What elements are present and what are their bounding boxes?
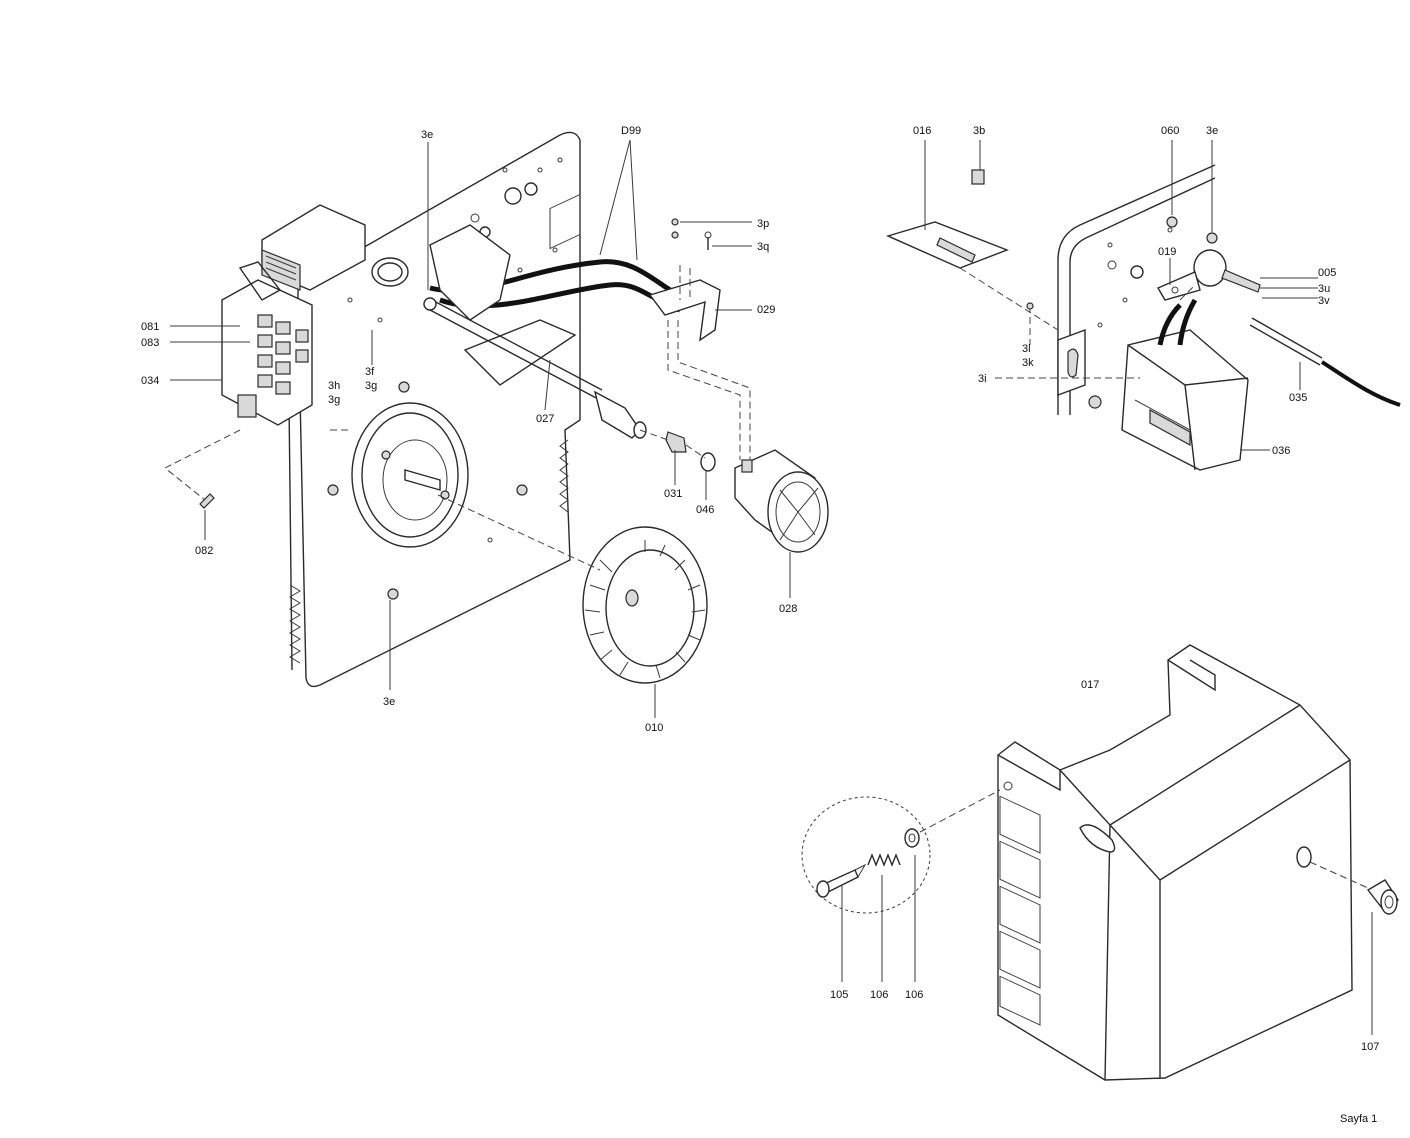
cover-plate-016: [885, 169, 1009, 269]
photocell-019: [1156, 216, 1261, 301]
label-107: 107: [1361, 1041, 1379, 1053]
small-screw: [199, 493, 215, 509]
label-005: 005: [1318, 267, 1336, 279]
leader-lines-right: [924, 140, 1318, 451]
label-019: 019: [1158, 246, 1176, 258]
label-3f: 3f: [365, 366, 375, 378]
label-105: 105: [830, 989, 848, 1001]
label-3v: 3v: [1318, 295, 1330, 307]
label-3e-right: 3e: [1206, 125, 1218, 137]
transformer: [261, 204, 366, 291]
plate-corner-right: [1057, 164, 1216, 415]
terminal-block: [221, 261, 313, 426]
label-3e-top: 3e: [421, 129, 433, 141]
motor-flange: [351, 402, 469, 548]
label-031: 031: [664, 488, 682, 500]
mounting-plate: [287, 131, 581, 688]
label-028: 028: [779, 603, 797, 615]
label-3b: 3b: [973, 125, 985, 137]
rod-035: [1249, 317, 1401, 407]
leader-lines-left: [164, 139, 791, 718]
label-060: 060: [1161, 125, 1179, 137]
label-3q: 3q: [757, 241, 769, 253]
label-029: 029: [757, 304, 775, 316]
label-016: 016: [913, 125, 931, 137]
label-106-a: 106: [870, 989, 888, 1001]
electrode-assembly: [423, 224, 647, 439]
label-082: 082: [195, 545, 213, 557]
label-083: 083: [141, 337, 159, 349]
label-d99: D99: [621, 125, 641, 137]
label-3g-b: 3g: [328, 394, 340, 406]
label-3g-a: 3g: [365, 380, 377, 392]
label-046: 046: [696, 504, 714, 516]
label-035: 035: [1289, 392, 1307, 404]
control-box-036: [1121, 298, 1249, 471]
burner-cover-017: [997, 644, 1353, 1081]
nozzle-fitting: [665, 431, 716, 472]
part-labels: 3e D99 3p 3q 029 081 083 034 3f 3g 3h 3g…: [141, 125, 1379, 1053]
label-3p: 3p: [757, 218, 769, 230]
label-010: 010: [645, 722, 663, 734]
fan-wheel: [582, 526, 708, 684]
label-3k: 3k: [1022, 357, 1034, 369]
label-081: 081: [141, 321, 159, 333]
plug-107: [1309, 861, 1399, 1035]
label-034: 034: [141, 375, 159, 387]
label-3l: 3l: [1022, 343, 1031, 355]
label-036: 036: [1272, 445, 1290, 457]
blast-tube: [734, 449, 829, 553]
label-027: 027: [536, 413, 554, 425]
page-number: Sayfa 1: [1340, 1113, 1377, 1125]
label-017: 017: [1081, 679, 1099, 691]
label-3h: 3h: [328, 380, 340, 392]
label-3i: 3i: [978, 373, 987, 385]
label-106-b: 106: [905, 989, 923, 1001]
bracket: [648, 218, 721, 342]
label-3e-bottom: 3e: [383, 696, 395, 708]
cover-screw-detail: [801, 789, 1001, 982]
label-3u: 3u: [1318, 283, 1330, 295]
